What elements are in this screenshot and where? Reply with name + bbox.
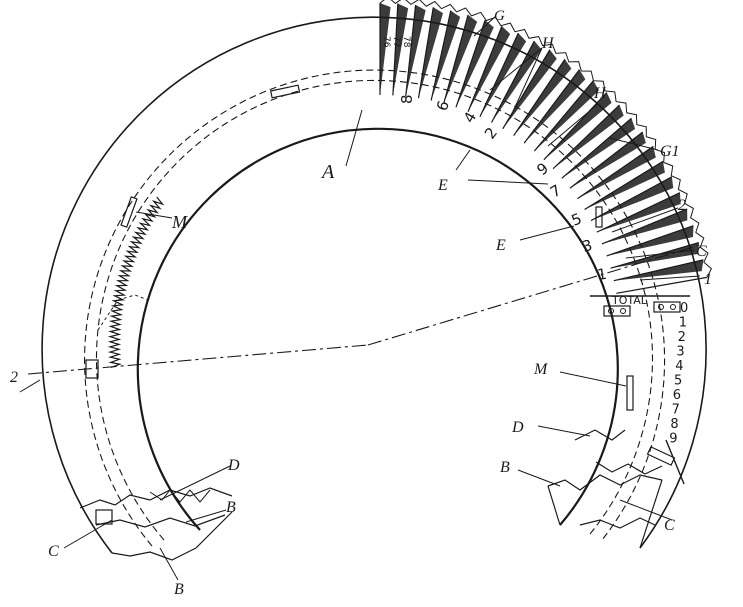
tray-rim xyxy=(379,0,713,278)
ref-label-H: H xyxy=(541,35,555,52)
ref-label-B: B xyxy=(226,499,236,516)
tray-wedge xyxy=(553,105,624,169)
tray-sector xyxy=(379,0,713,294)
tray-wedge xyxy=(456,20,494,108)
tray-number: 9 xyxy=(533,159,552,179)
scale-digit: 9 xyxy=(669,432,677,447)
scale-digit: 0 xyxy=(680,301,688,316)
inner-arc xyxy=(136,127,619,531)
tray-number: 6 xyxy=(433,98,453,113)
tray-wedge xyxy=(590,176,674,221)
ref-label-C: C xyxy=(696,243,707,260)
dashed-arc-inner xyxy=(95,79,654,541)
ref-label-E: E xyxy=(495,237,506,254)
right-break-section xyxy=(547,429,685,549)
outer-arc xyxy=(41,16,707,554)
scale-digit: 3 xyxy=(676,345,684,360)
top-mark: 77 xyxy=(391,36,401,47)
tray-numbers: 8 6 4 2 9 7 5 3 1 xyxy=(398,94,608,284)
leader-lines xyxy=(63,15,701,581)
tray-number: 4 xyxy=(460,109,480,126)
tray-wedge xyxy=(606,225,694,256)
total-area: TOTAL xyxy=(590,294,690,317)
ref-label-2: 2 xyxy=(678,197,686,214)
ref-label-2: 2 xyxy=(10,369,18,386)
ref-label-C: C xyxy=(664,517,675,534)
slot-marks xyxy=(85,84,634,411)
tray-divider xyxy=(613,259,704,282)
tray-wedge xyxy=(596,192,681,233)
top-mark: 78 xyxy=(401,36,411,48)
scale-digit: 5 xyxy=(674,374,682,389)
scale-digit: 7 xyxy=(672,403,680,418)
ref-label-C: C xyxy=(48,543,59,560)
reference-labels: A G H H G1 E E M M 2 2 C 1 D D B B C C B xyxy=(10,8,712,598)
scale-digit: 2 xyxy=(678,330,686,345)
tray-wedge xyxy=(577,146,656,199)
top-marks: 76 77 78 xyxy=(381,36,411,48)
ref-label-G1: G1 xyxy=(660,143,680,160)
scale-digit: 1 xyxy=(679,316,687,331)
ref-label-H: H xyxy=(593,85,607,102)
tray-wedge xyxy=(491,41,542,123)
tray-wedge xyxy=(513,59,572,136)
scale-digit: 8 xyxy=(670,417,678,432)
tray-wedge xyxy=(502,49,557,129)
tray-wedge xyxy=(561,118,636,179)
top-mark: 76 xyxy=(381,36,391,48)
tray-wedge xyxy=(610,242,699,269)
ref-label-D: D xyxy=(511,419,524,436)
tray-wedge xyxy=(534,80,599,152)
ref-label-M: M xyxy=(171,212,188,232)
zigzag-spring xyxy=(97,196,165,369)
tray-number: 1 xyxy=(596,265,608,284)
tray-number: 2 xyxy=(481,124,501,143)
ref-label-M: M xyxy=(533,361,549,378)
digit-scale: 0 1 2 3 4 5 6 7 8 9 xyxy=(669,301,688,447)
tray-wedge xyxy=(584,161,665,210)
tray-wedge xyxy=(468,26,511,112)
ref-label-A: A xyxy=(320,161,335,183)
tray-wedge xyxy=(443,14,478,104)
ref-label-B: B xyxy=(500,459,510,476)
total-counter-right xyxy=(653,301,681,313)
tray-wedge xyxy=(613,259,704,281)
total-label: TOTAL xyxy=(611,294,648,307)
tray-wedge xyxy=(543,92,612,160)
tray-wedge xyxy=(602,208,688,244)
tray-number: 8 xyxy=(398,94,416,104)
ring-outlines xyxy=(41,16,707,554)
tray-wedge xyxy=(524,69,586,144)
ref-label-B: B xyxy=(174,581,184,598)
ref-label-E: E xyxy=(437,177,448,194)
tray-wedge xyxy=(380,3,391,95)
total-counter-left xyxy=(603,305,631,317)
tray-wedge xyxy=(392,3,409,96)
ref-label-1: 1 xyxy=(704,271,712,288)
tray-wedge xyxy=(431,10,461,101)
tray-divider xyxy=(616,276,708,294)
tray-wedge xyxy=(405,4,426,97)
tray-number: 7 xyxy=(547,181,564,201)
tray-wedge xyxy=(418,7,444,99)
ref-label-G: G xyxy=(494,8,505,24)
dashed-arc-outer xyxy=(84,69,666,547)
tray-wedge xyxy=(569,132,646,189)
scale-digit: 6 xyxy=(673,388,681,403)
scale-digit: 4 xyxy=(675,359,683,374)
tray-wedge xyxy=(479,33,527,117)
ref-label-D: D xyxy=(227,457,240,474)
left-break-section xyxy=(79,487,233,561)
tray-number: 3 xyxy=(580,236,594,256)
